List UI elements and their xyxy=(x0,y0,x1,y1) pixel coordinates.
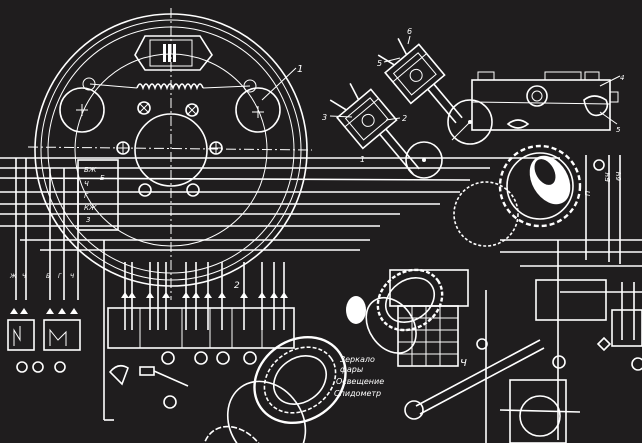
svg-text:6: 6 xyxy=(407,27,412,36)
carburetor-mechanism: Ч xyxy=(389,240,612,443)
engine-block-section: 4 5 xyxy=(471,71,624,134)
piston-connecting-rod-assembly: 3 2 5 6 1 xyxy=(322,27,493,179)
svg-text:КЖ: КЖ xyxy=(84,204,97,212)
svg-text:Б: Б xyxy=(46,273,50,280)
svg-text:1: 1 xyxy=(297,64,303,75)
svg-text:Зеркало: Зеркало xyxy=(340,355,375,364)
svg-text:Ч: Ч xyxy=(84,180,89,188)
wiring-diagram: БЖ Ч Г КЖ Б 3 Ж Ч Б Г Ч xyxy=(0,155,642,421)
svg-text:Спидометр: Спидометр xyxy=(334,389,381,398)
svg-text:Г: Г xyxy=(58,273,62,280)
svg-text:Б: Б xyxy=(100,174,105,182)
bearing-assembly: Зеркало фары Освещение Спидометр xyxy=(202,268,444,443)
drum-brake-assembly: 1 xyxy=(27,8,313,300)
svg-text:Ч: Ч xyxy=(460,358,467,369)
svg-text:БЧ: БЧ xyxy=(604,172,612,182)
svg-text:П: П xyxy=(584,190,592,196)
gear-assembly xyxy=(453,144,582,247)
svg-text:4: 4 xyxy=(620,74,624,82)
svg-text:1: 1 xyxy=(360,155,365,164)
svg-text:Ж: Ж xyxy=(9,273,17,280)
svg-text:5: 5 xyxy=(377,59,382,68)
svg-text:3: 3 xyxy=(322,113,327,122)
svg-text:БЖ: БЖ xyxy=(84,166,97,174)
svg-text:Ч: Ч xyxy=(70,273,74,280)
svg-text:фары: фары xyxy=(340,365,363,374)
svg-text:Г: Г xyxy=(84,192,89,200)
svg-text:2: 2 xyxy=(234,281,240,291)
svg-text:6Ч: 6Ч xyxy=(615,172,623,181)
svg-text:5: 5 xyxy=(616,126,621,134)
svg-text:3: 3 xyxy=(86,216,90,224)
svg-text:Освещение: Освещение xyxy=(336,377,384,386)
svg-text:Ч: Ч xyxy=(22,273,26,280)
svg-text:2: 2 xyxy=(402,114,407,123)
